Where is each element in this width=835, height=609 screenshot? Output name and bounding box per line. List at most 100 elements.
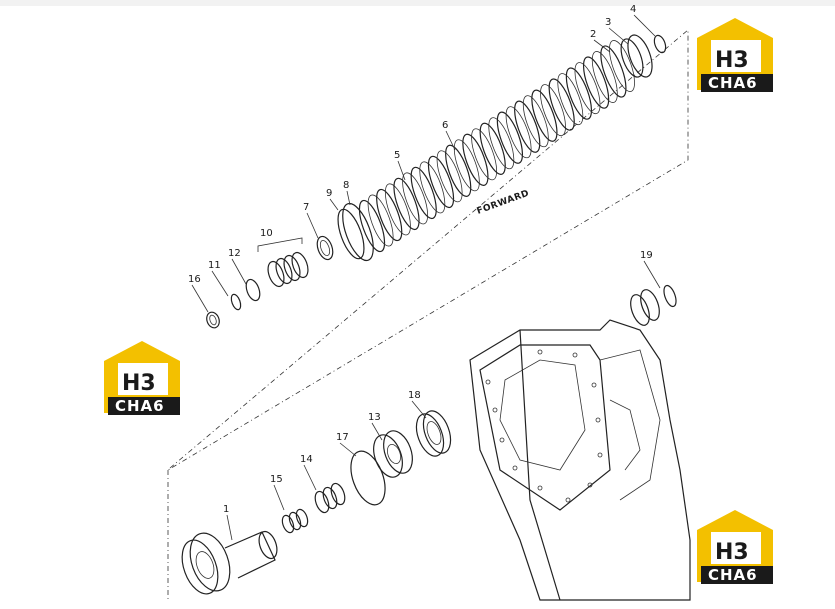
clutch-disc (609, 40, 635, 92)
clutch-disc (591, 51, 618, 103)
transmission-housing (469, 319, 691, 601)
spring-stack-10 (257, 237, 309, 288)
ring-part-2 (620, 38, 644, 78)
clutch-disc (531, 89, 558, 142)
clutch-disc (427, 155, 455, 209)
callout-leader (231, 258, 247, 285)
callout-number: 17 (336, 432, 349, 443)
callout-number: 6 (442, 120, 448, 131)
callout-number: 12 (228, 248, 241, 259)
callout-leader (643, 260, 661, 289)
seal-rings-15 (281, 508, 309, 534)
clutch-disc (419, 161, 446, 214)
callout-leader (339, 442, 357, 457)
ring-part-7 (316, 235, 334, 261)
clutch-disc (582, 56, 610, 109)
ring-part-4 (653, 34, 667, 54)
clutch-disc (548, 78, 575, 131)
clutch-disc (358, 199, 386, 253)
clutch-disc (436, 150, 463, 203)
callout-leader (608, 27, 629, 45)
ring-part-3 (627, 34, 653, 78)
ring-part-7-inner (319, 239, 331, 257)
callout-leader (211, 270, 229, 297)
clutch-disc (565, 67, 593, 120)
callout-leader (226, 514, 233, 541)
callout-leader (593, 39, 611, 53)
clutch-disc (557, 73, 584, 126)
callout-number: 10 (260, 228, 273, 239)
callout-leader (411, 400, 427, 419)
clutch-disc (402, 172, 429, 225)
callout-leader (633, 14, 656, 37)
logo-text: CHA6 (708, 566, 758, 584)
callout-leader (445, 130, 456, 151)
clutch-disc (514, 100, 541, 153)
clutch-disc (505, 106, 532, 159)
callout-number: 1 (223, 504, 229, 515)
clutch-disc (453, 139, 480, 192)
callout-number: 8 (343, 180, 349, 191)
clutch-disc (574, 62, 601, 115)
clutch-disc (479, 122, 506, 175)
shaft-gear-part-1 (181, 530, 278, 595)
clutch-disc (600, 45, 627, 98)
seal-rings-14 (314, 482, 346, 514)
callout-leader (273, 484, 285, 511)
top-strip (0, 0, 835, 6)
clutch-disc (488, 117, 515, 170)
callout-number: 16 (188, 274, 201, 285)
ring-part-12 (245, 278, 261, 302)
callout-leader (303, 464, 317, 491)
callout-number: 19 (640, 250, 653, 261)
logo-top-right: H3 CHA6 (697, 18, 773, 92)
ring-part-8 (342, 202, 374, 262)
callout-number: 11 (208, 260, 221, 271)
bearing-part-18 (415, 410, 452, 457)
callout-leader (346, 190, 351, 206)
callout-number: 9 (326, 188, 332, 199)
logo-text: CHA6 (708, 74, 758, 92)
clutch-disc (393, 177, 420, 231)
clutch-disc (496, 111, 524, 164)
ring-part-11 (230, 293, 242, 311)
logo-bottom-right: H3 CHA6 (697, 510, 773, 584)
callout-number: 4 (630, 4, 636, 15)
callout-leader (306, 212, 319, 239)
callout-number: 7 (303, 202, 309, 213)
logo-middle-left: H3 CHA6 (104, 341, 180, 415)
callout-number: 14 (300, 454, 313, 465)
callout-number: 13 (368, 412, 381, 423)
clutch-disc (540, 84, 566, 137)
callout-number: 3 (605, 17, 611, 28)
bearing-part-16 (206, 311, 220, 329)
callout-leader (397, 160, 406, 181)
clutch-disc (367, 194, 394, 247)
ring-part-9 (337, 208, 365, 260)
callout-number: 5 (394, 150, 400, 161)
clutch-disc (384, 183, 411, 236)
callout-leader (329, 198, 339, 211)
clutch-disc (462, 133, 489, 186)
logo-text: CHA6 (115, 397, 165, 415)
logo-mark: H3 (122, 371, 156, 396)
callout-number: 18 (408, 390, 421, 401)
callout-leader (371, 422, 383, 441)
hub-part-13 (373, 430, 413, 478)
callout-number: 15 (270, 474, 283, 485)
clutch-disc (445, 144, 472, 197)
callout-number: 2 (590, 29, 596, 40)
gear-part-19 (630, 284, 677, 326)
logo-mark: H3 (715, 48, 749, 73)
clutch-disc (522, 95, 549, 148)
guide-line-upper (167, 29, 689, 471)
clutch-disc (410, 166, 437, 220)
logo-mark: H3 (715, 540, 749, 565)
ring-part-17 (350, 450, 386, 506)
clutch-disc (471, 128, 498, 181)
clutch-disc (376, 188, 403, 242)
callout-leader (191, 284, 209, 313)
clutch-disc-stack (358, 40, 635, 253)
